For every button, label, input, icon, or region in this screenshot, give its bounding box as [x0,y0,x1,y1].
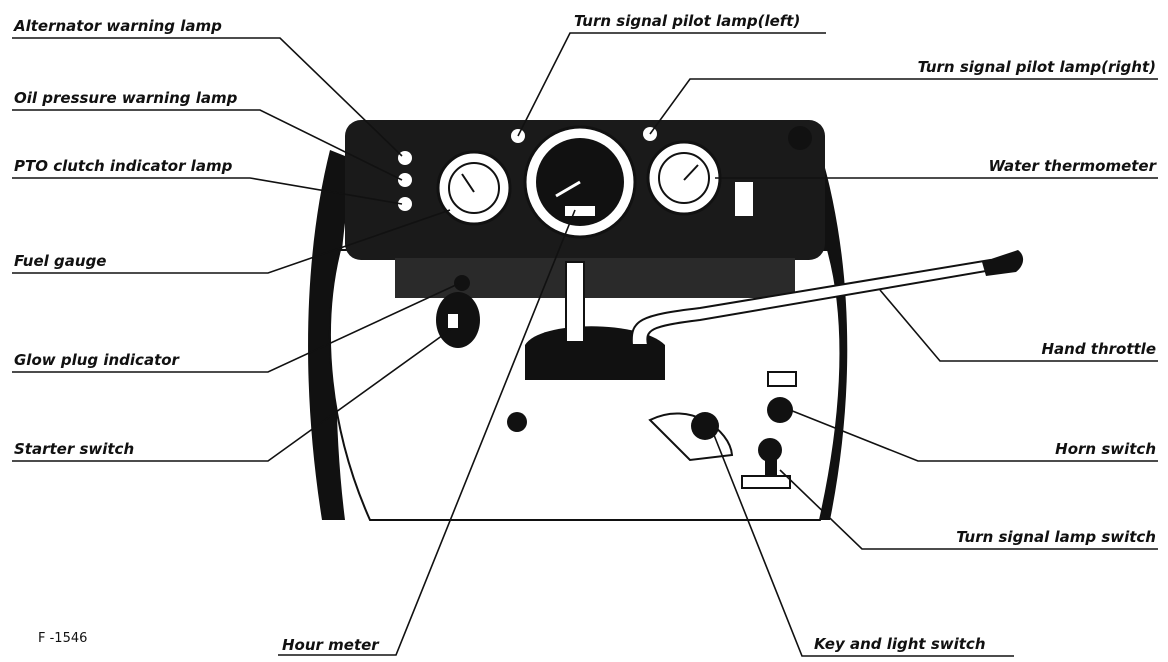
label-glow-plug-indicator: Glow plug indicator [14,351,179,369]
leader-alternator [12,37,403,157]
steering-shaft [565,261,585,343]
leader-hour-meter [278,209,576,656]
starter-switch-slot [448,314,458,328]
steering-column-base [525,326,665,380]
leader-hand-throttle [879,289,1158,362]
label-turn-signal-pilot-lamp-right: Turn signal pilot lamp(right) [917,58,1156,76]
hour-meter-window [565,206,595,216]
label-key-and-light-switch: Key and light switch [814,635,986,653]
leader-glow-plug [12,283,459,373]
figure-code: F -1546 [38,631,88,646]
oil-pressure-lamp [398,173,412,187]
label-hand-throttle: Hand throttle [1041,340,1156,358]
leader-turn-right [649,78,1158,135]
key-switch [691,412,719,440]
hand-throttle-grip [982,250,1024,276]
leader-turn-left [517,32,826,137]
leader-oil-pressure [12,109,403,181]
leader-starter [12,329,451,462]
label-turn-signal-pilot-lamp-left: Turn signal pilot lamp(left) [574,12,801,30]
panel-knob [788,126,812,150]
label-hour-meter: Hour meter [282,636,379,654]
label-starter-switch: Starter switch [14,440,135,458]
label-alternator-warning-lamp: Alternator warning lamp [14,17,222,35]
fuel-gauge-needle [461,173,475,193]
horn-switch [767,397,793,423]
leader-turn-switch [779,469,1158,550]
label-fuel-gauge: Fuel gauge [14,252,107,270]
label-oil-pressure-warning-lamp: Oil pressure warning lamp [14,89,238,107]
turn-signal-switch-plate [741,475,791,489]
panel-tag [735,182,753,216]
label-water-thermometer: Water thermometer [988,157,1156,175]
fuel-gauge-face [448,162,500,214]
leader-lines [12,32,1158,657]
pto-lamp [398,197,412,211]
water-thermometer-face [658,152,710,204]
leader-horn [789,409,1158,462]
leader-pto [12,177,403,205]
label-horn-switch: Horn switch [1055,440,1156,458]
leader-fuel-gauge [12,209,451,274]
water-thermometer-needle [683,164,699,181]
lower-panel-band [395,258,795,298]
glow-plug-indicator [454,275,470,291]
label-pto-clutch-indicator-lamp: PTO clutch indicator lamp [14,157,233,175]
label-turn-signal-lamp-switch: Turn signal lamp switch [956,528,1156,546]
turn-signal-switch [758,438,782,462]
tachometer-needle [555,180,581,198]
leader-key-light [711,429,1014,657]
mounting-hole [507,412,527,432]
horn-switch-plate [767,371,797,387]
